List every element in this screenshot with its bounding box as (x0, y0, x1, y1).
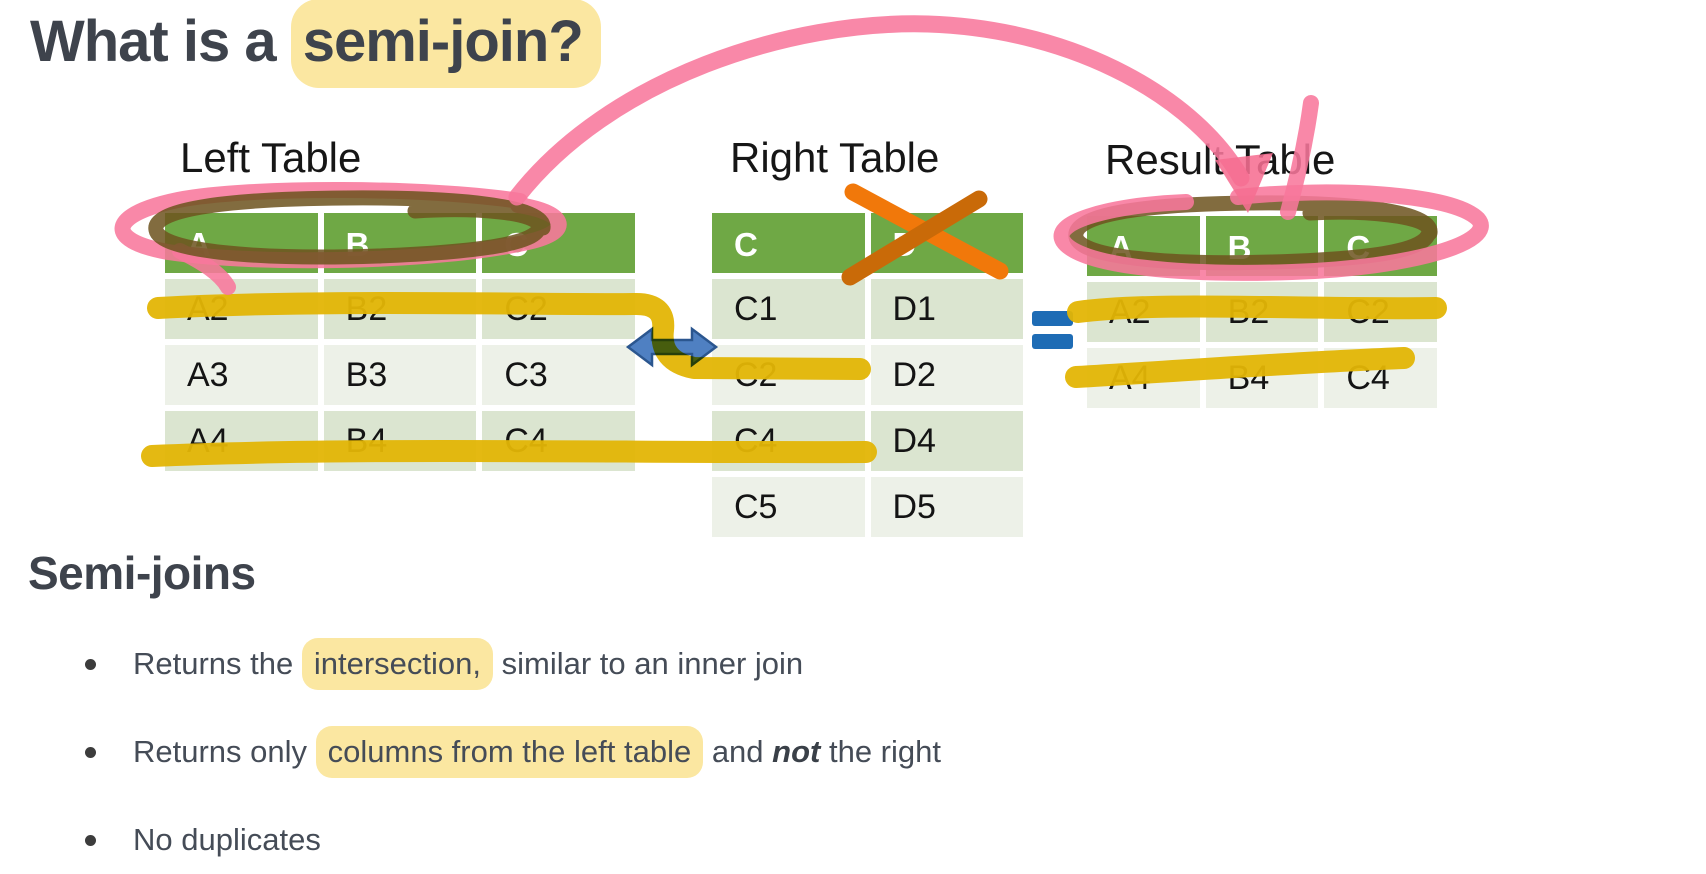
header-cell: A (1087, 216, 1200, 276)
header-cell: A (165, 213, 318, 273)
highlighted-text: intersection, (301, 638, 494, 690)
table-cell: A2 (1087, 282, 1200, 342)
header-cell: C (1324, 216, 1437, 276)
table-cell: C3 (482, 345, 635, 405)
bullet-text: Returns only (133, 734, 316, 769)
double-arrow-icon (625, 326, 719, 368)
list-item: Returns only columns from the left table… (85, 726, 1585, 778)
title-highlight: semi-join? (290, 0, 601, 88)
bullet-text: Returns the (133, 646, 302, 681)
table-cell: D4 (870, 411, 1023, 471)
bullet-marker (85, 658, 96, 670)
title-prefix: What is a (30, 9, 291, 74)
bullet-text: the right (820, 734, 941, 769)
list-item: Returns the intersection, similar to an … (85, 638, 1585, 690)
bullet-text: and (703, 734, 773, 769)
page-title: What is a semi-join? (30, 0, 601, 88)
emphasis-text: not (772, 734, 821, 769)
table-cell: D2 (870, 345, 1023, 405)
table-cell: C4 (1324, 348, 1437, 408)
table-cell: D5 (870, 477, 1023, 537)
bullet-marker (85, 746, 96, 758)
table-cell: B2 (323, 279, 477, 339)
list-item: No duplicates (85, 816, 1585, 864)
table-cell: C4 (482, 411, 635, 471)
table-cell: B2 (1205, 282, 1319, 342)
table-cell: C4 (712, 411, 865, 471)
table-cell: B3 (323, 345, 477, 405)
bullet-list: Returns the intersection, similar to an … (85, 638, 1585, 874)
table-cell: A4 (1087, 348, 1200, 408)
header-cell: B (1205, 216, 1319, 276)
bullet-text: No duplicates (133, 822, 321, 857)
table-cell: B4 (1205, 348, 1319, 408)
highlighted-text: columns from the left table (315, 726, 704, 778)
left-table-caption: Left Table (180, 134, 362, 181)
section-heading: Semi-joins (28, 547, 256, 599)
equals-sign (1032, 311, 1073, 357)
header-cell: D (870, 213, 1023, 273)
header-cell: B (323, 213, 477, 273)
table-cell: A3 (165, 345, 318, 405)
table-cell: B4 (323, 411, 477, 471)
table-cell: A4 (165, 411, 318, 471)
right-table-caption: Right Table (730, 134, 940, 181)
table-cell: C1 (712, 279, 865, 339)
table-cell: D1 (870, 279, 1023, 339)
bullet-marker (85, 834, 96, 846)
table-cell: C2 (1324, 282, 1437, 342)
table-cell: C2 (712, 345, 865, 405)
result-table-caption: Result Table (1105, 136, 1336, 183)
table-cell: A2 (165, 279, 318, 339)
header-cell: C (712, 213, 865, 273)
table-cell: C5 (712, 477, 865, 537)
table-cell: C2 (482, 279, 635, 339)
bullet-text: similar to an inner join (493, 646, 804, 681)
header-cell: C (482, 213, 635, 273)
